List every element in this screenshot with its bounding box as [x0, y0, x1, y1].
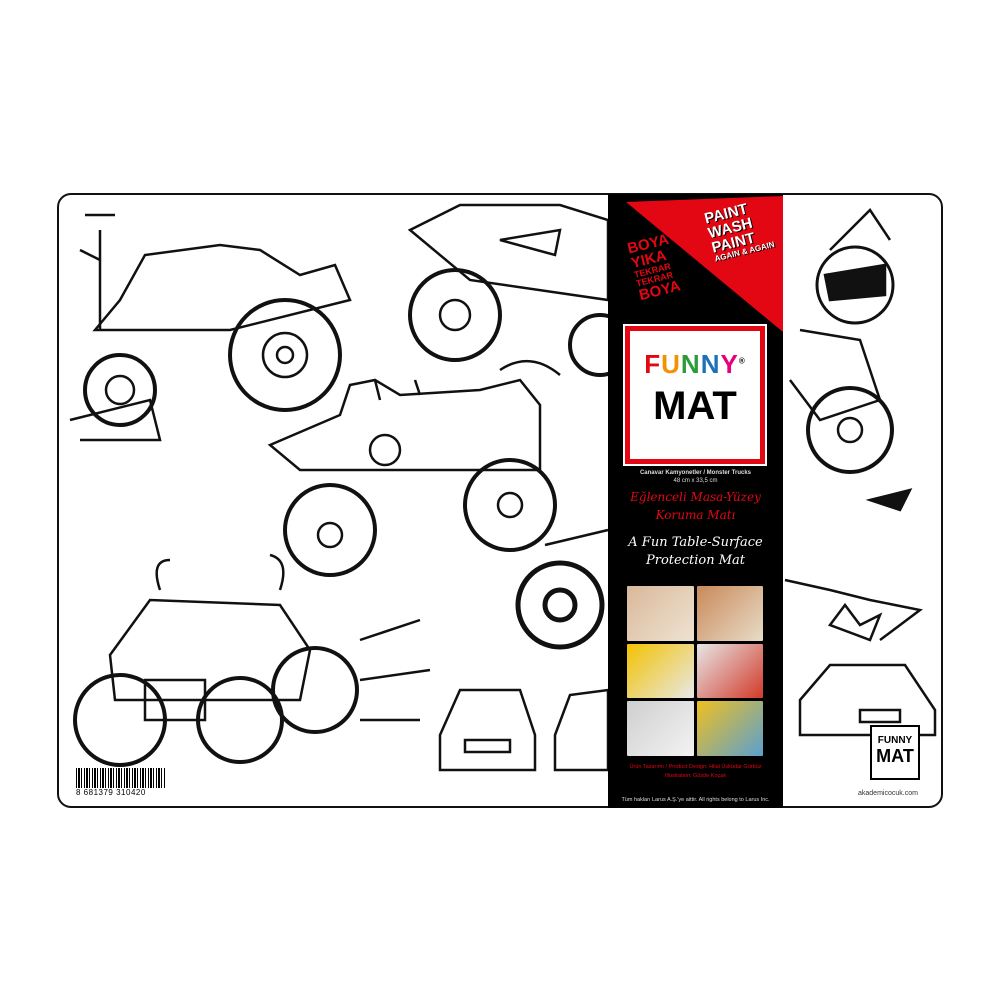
small-funny-mat-logo: FUNNY MAT — [870, 725, 920, 780]
red-banner-triangle — [626, 196, 783, 332]
crashed-car — [784, 578, 937, 737]
photo-child-painting — [627, 586, 694, 641]
tagline-line: Koruma Matı — [655, 508, 736, 522]
tagline-line: A Fun Table-Surface — [628, 535, 763, 550]
cat-truck — [267, 359, 561, 577]
logo-letter: Y — [720, 349, 739, 379]
rights-notice: Tüm hakları Larus A.Ş.'ye aittir. All ri… — [621, 797, 770, 803]
truck-top-left — [69, 213, 352, 442]
product-size: 48 cm x 33,5 cm — [673, 478, 718, 484]
photo-painted-mat — [696, 643, 763, 699]
design-credit: Ürün Tasarımı / Product Design: Hilal Üs… — [629, 764, 762, 770]
truck-top-center — [407, 203, 632, 377]
logo-letter: F — [644, 349, 662, 379]
photo-grid — [627, 586, 763, 756]
logo-letter: U — [661, 349, 681, 379]
funny-mat-logo: FUNNY® MAT — [623, 324, 767, 466]
barcode: 8 681379 310420 — [76, 768, 166, 797]
mat-border — [57, 193, 943, 808]
registered-mark: ® — [738, 356, 746, 366]
small-cars — [438, 688, 610, 772]
photo-mat-drawing — [627, 701, 694, 756]
website-url: akademicocuk.com — [858, 790, 918, 797]
illustration-credit: Illustration: Gözde Koçak — [664, 773, 727, 779]
bull-truck — [73, 553, 431, 767]
barcode-bars — [76, 768, 166, 788]
small-logo-top: FUNNY — [877, 735, 913, 746]
logo-letter: N — [700, 349, 721, 379]
motorbike-rider — [789, 208, 913, 512]
photo-paints — [627, 643, 694, 699]
gear-wheel-truck — [515, 528, 609, 650]
barcode-number: 8 681379 310420 — [76, 788, 146, 797]
photo-child-drawing — [696, 586, 763, 641]
packaging-band: PAINT WASH PAINT AGAIN & AGAIN BOYA YIKA… — [608, 194, 783, 808]
tagline-line: Protection Mat — [646, 553, 745, 568]
product-name: Canavar Kamyonetler / Monster Trucks — [639, 470, 752, 476]
tagline-line: Eğlenceli Masa-Yüzey — [630, 490, 761, 504]
small-logo-bottom: MAT — [876, 746, 914, 766]
tagline-english: A Fun Table-Surface Protection Mat — [608, 534, 783, 570]
logo-mat: MAT — [653, 384, 737, 428]
tagline-turkish: Eğlenceli Masa-Yüzey Koruma Matı — [608, 488, 783, 524]
logo-letter: N — [680, 349, 701, 379]
photo-colored-truck — [696, 701, 763, 756]
